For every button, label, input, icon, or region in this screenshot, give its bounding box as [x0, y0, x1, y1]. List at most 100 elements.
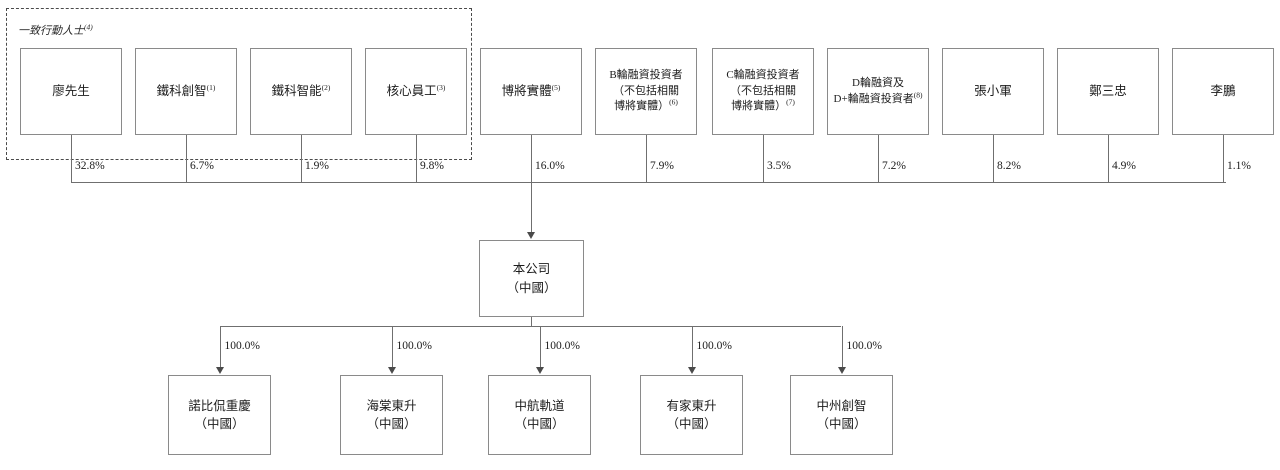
- shareholder-name: 核心員工: [386, 84, 437, 99]
- subsidiary-arrowhead: [387, 367, 396, 374]
- shareholder-bus-line: [71, 182, 1226, 183]
- subsidiary-connector-line: [539, 326, 541, 368]
- shareholder-box[interactable]: 博將實體(5): [480, 48, 582, 135]
- shareholder-name-line2: D+輪融資投資者: [833, 92, 914, 105]
- shareholder-name: B輪融資投資者: [609, 69, 683, 82]
- concert-party-group-label-text: 一致行動人士: [18, 25, 84, 37]
- shareholder-box[interactable]: 鄭三忠: [1057, 48, 1159, 135]
- shareholder-box-label: 核心員工(3): [369, 82, 463, 100]
- subsidiary-percentage-label: 100.0%: [696, 340, 732, 352]
- company-box-label: 本公司 （中國）: [483, 260, 580, 296]
- shareholder-connector-line: [1108, 135, 1109, 182]
- shareholder-connector-line: [531, 135, 532, 182]
- shareholder-name: 博將實體: [501, 84, 552, 99]
- concert-party-group-label-superscript: (4): [84, 22, 93, 32]
- subsidiary-arrowhead: [215, 367, 224, 374]
- shareholder-percentage-label: 8.2%: [997, 160, 1021, 172]
- subsidiary-percentage-label: 100.0%: [396, 340, 432, 352]
- subsidiary-box[interactable]: 諾比侃重慶 （中國）: [168, 375, 271, 455]
- shareholder-percentage-label: 4.9%: [1112, 160, 1136, 172]
- shareholder-footnote-marker: (1): [206, 83, 216, 93]
- shareholder-name: 張小軍: [974, 84, 1012, 99]
- shareholder-name-line2: （不包括相關: [730, 84, 796, 97]
- subsidiary-name: 中航軌道: [514, 398, 565, 413]
- shareholder-box-label: 博將實體(5): [484, 82, 578, 100]
- shareholder-connector-line: [186, 135, 187, 182]
- subsidiary-jurisdiction: （中國）: [194, 417, 245, 431]
- shareholder-connector-line: [763, 135, 764, 182]
- subsidiary-connector-line: [841, 326, 843, 368]
- subsidiary-name: 諾比侃重慶: [188, 398, 251, 413]
- company-jurisdiction: （中國）: [506, 280, 557, 295]
- shareholder-name: 鄭三忠: [1089, 84, 1127, 99]
- shareholder-footnote-marker: (8): [913, 89, 923, 99]
- shareholder-box-label: B輪融資投資者 （不包括相關博將實體）(6): [599, 68, 693, 115]
- subsidiary-box[interactable]: 有家東升 （中國）: [640, 375, 743, 455]
- company-feed-arrowhead: [527, 232, 535, 239]
- shareholder-percentage-label: 16.0%: [535, 160, 565, 172]
- subsidiary-box[interactable]: 海棠東升 （中國）: [340, 375, 443, 455]
- subsidiary-box-label: 海棠東升 （中國）: [344, 397, 439, 433]
- shareholder-box[interactable]: 鐵科智能(2): [250, 48, 352, 135]
- subsidiary-connector-line: [691, 326, 693, 368]
- subsidiary-connector-line: [219, 326, 221, 368]
- company-box[interactable]: 本公司 （中國）: [479, 240, 584, 317]
- shareholder-connector-line: [301, 135, 302, 182]
- subsidiary-arrowhead: [687, 367, 696, 374]
- subsidiary-percentage-label: 100.0%: [846, 340, 882, 352]
- shareholder-footnote-marker: (5): [551, 83, 561, 93]
- shareholder-percentage-label: 7.9%: [650, 160, 674, 172]
- concert-party-group-frame: [6, 8, 472, 160]
- shareholder-box[interactable]: 鐵科創智(1): [135, 48, 237, 135]
- shareholder-box[interactable]: B輪融資投資者 （不包括相關博將實體）(6): [595, 48, 697, 135]
- subsidiary-jurisdiction: （中國）: [666, 417, 717, 431]
- shareholder-box[interactable]: 李鵬: [1172, 48, 1274, 135]
- subsidiary-bus-line: [221, 326, 841, 327]
- company-name: 本公司: [512, 262, 551, 277]
- shareholder-connector-line: [71, 135, 72, 182]
- shareholder-percentage-label: 1.9%: [305, 160, 329, 172]
- shareholder-percentage-label: 7.2%: [882, 160, 906, 172]
- subsidiary-jurisdiction: （中國）: [366, 417, 417, 431]
- shareholder-footnote-marker: (2): [321, 83, 331, 93]
- subsidiary-connector-line: [391, 326, 393, 368]
- shareholder-box-label: 廖先生: [24, 82, 118, 100]
- shareholder-box-label: 鐵科智能(2): [254, 82, 348, 100]
- subsidiary-name: 海棠東升: [366, 398, 417, 413]
- shareholder-name-line2: （不包括相關: [613, 84, 679, 97]
- shareholder-name-line3: 博將實體）: [731, 100, 787, 113]
- shareholder-box[interactable]: C輪融資投資者（不包括相關博將實體）(7): [712, 48, 814, 135]
- subsidiary-box[interactable]: 中航軌道 （中國）: [488, 375, 591, 455]
- shareholder-box-label: 鄭三忠: [1061, 82, 1155, 100]
- subsidiary-box-label: 有家東升 （中國）: [644, 397, 739, 433]
- shareholder-footnote-marker: (7): [786, 97, 795, 107]
- concert-party-group-label: 一致行動人士(4): [18, 22, 93, 38]
- shareholder-box[interactable]: 張小軍: [942, 48, 1044, 135]
- subsidiary-percentage-label: 100.0%: [544, 340, 580, 352]
- shareholder-connector-line: [993, 135, 994, 182]
- subsidiary-arrowhead: [535, 367, 544, 374]
- shareholder-box-label: 鐵科創智(1): [139, 82, 233, 100]
- shareholder-name-line3: 博將實體）: [614, 100, 670, 113]
- subsidiary-name: 有家東升: [666, 398, 717, 413]
- subsidiary-box-label: 中州創智 （中國）: [794, 397, 889, 433]
- subsidiary-box[interactable]: 中州創智 （中國）: [790, 375, 893, 455]
- shareholder-footnote-marker: (6): [669, 97, 678, 107]
- shareholder-percentage-label: 6.7%: [190, 160, 214, 172]
- subsidiary-jurisdiction: （中國）: [514, 417, 565, 431]
- subsidiary-jurisdiction: （中國）: [816, 417, 867, 431]
- shareholder-box-label: C輪融資投資者（不包括相關博將實體）(7): [716, 68, 810, 115]
- subsidiary-arrowhead: [837, 367, 846, 374]
- subsidiary-name: 中州創智: [816, 398, 867, 413]
- shareholder-box[interactable]: 廖先生: [20, 48, 122, 135]
- subsidiary-box-label: 中航軌道 （中國）: [492, 397, 587, 433]
- shareholder-name: 鐵科創智: [156, 84, 207, 99]
- shareholder-percentage-label: 3.5%: [767, 160, 791, 172]
- shareholder-name: 鐵科智能: [271, 84, 322, 99]
- shareholder-box[interactable]: 核心員工(3): [365, 48, 467, 135]
- shareholder-footnote-marker: (3): [436, 83, 446, 93]
- shareholder-box-label: 張小軍: [946, 82, 1040, 100]
